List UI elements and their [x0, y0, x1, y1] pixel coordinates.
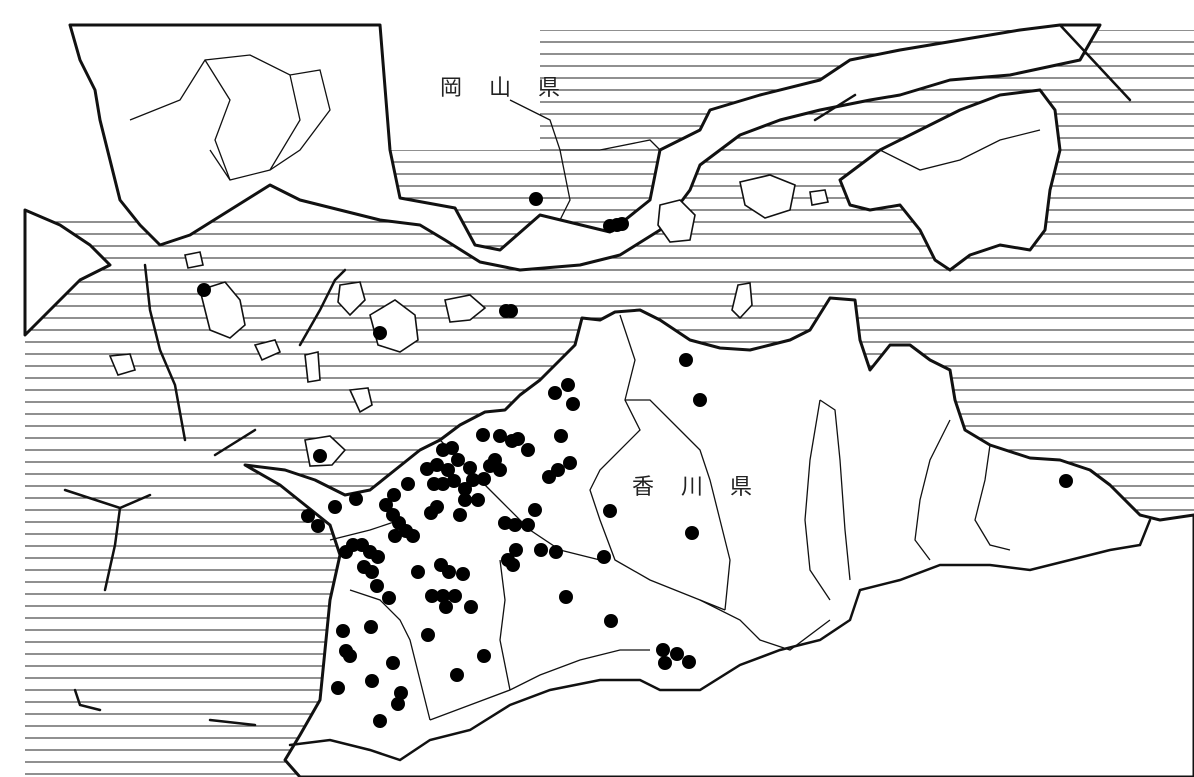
site-marker — [450, 668, 464, 682]
site-marker — [373, 714, 387, 728]
site-marker — [197, 283, 211, 297]
site-marker — [451, 453, 465, 467]
site-marker — [508, 518, 522, 532]
site-marker — [566, 397, 580, 411]
site-marker — [528, 503, 542, 517]
site-marker — [458, 482, 472, 496]
site-markers — [197, 192, 1073, 728]
site-marker — [509, 543, 523, 557]
site-marker — [464, 600, 478, 614]
site-marker — [511, 432, 525, 446]
site-marker — [529, 192, 543, 206]
site-marker — [453, 508, 467, 522]
site-marker — [597, 550, 611, 564]
site-marker — [682, 655, 696, 669]
site-marker — [387, 488, 401, 502]
site-marker — [604, 614, 618, 628]
site-marker — [542, 470, 556, 484]
site-marker — [447, 474, 461, 488]
site-marker — [365, 674, 379, 688]
site-marker — [685, 526, 699, 540]
site-marker — [679, 353, 693, 367]
site-marker — [534, 543, 548, 557]
site-marker — [436, 477, 450, 491]
site-marker — [343, 649, 357, 663]
site-marker — [1059, 474, 1073, 488]
site-marker — [436, 589, 450, 603]
okayama-borders — [129, 54, 1041, 221]
site-marker — [603, 504, 617, 518]
site-marker — [425, 589, 439, 603]
site-marker — [394, 686, 408, 700]
site-marker — [458, 493, 472, 507]
site-marker — [477, 649, 491, 663]
site-marker — [336, 624, 350, 638]
site-marker — [548, 386, 562, 400]
site-marker — [471, 493, 485, 507]
site-marker — [658, 656, 672, 670]
site-marker — [439, 600, 453, 614]
site-marker — [448, 589, 462, 603]
site-marker — [506, 558, 520, 572]
site-marker — [373, 326, 387, 340]
site-marker — [401, 477, 415, 491]
site-marker — [476, 428, 490, 442]
site-marker — [693, 393, 707, 407]
site-marker — [371, 550, 385, 564]
site-marker — [313, 449, 327, 463]
site-marker — [365, 565, 379, 579]
site-marker — [521, 443, 535, 457]
site-marker — [554, 429, 568, 443]
site-marker — [311, 519, 325, 533]
site-marker — [493, 429, 507, 443]
label-kagawa: 香 川 県 — [632, 475, 762, 500]
site-marker — [477, 472, 491, 486]
site-marker — [466, 473, 480, 487]
label-okayama: 岡 山 県 — [440, 76, 570, 101]
site-marker — [364, 620, 378, 634]
southern-boundary — [288, 518, 1152, 762]
site-marker — [521, 518, 535, 532]
okayama-landmass — [23, 23, 1102, 337]
site-marker — [379, 498, 393, 512]
site-marker — [615, 217, 629, 231]
site-marker — [370, 579, 384, 593]
site-marker — [504, 304, 518, 318]
site-marker — [349, 492, 363, 506]
site-marker — [421, 628, 435, 642]
site-marker — [301, 509, 315, 523]
site-marker — [483, 459, 497, 473]
site-marker — [331, 681, 345, 695]
site-marker — [386, 656, 400, 670]
site-marker — [670, 647, 684, 661]
site-marker — [430, 500, 444, 514]
site-marker — [391, 697, 405, 711]
site-marker — [549, 545, 563, 559]
site-marker — [382, 591, 396, 605]
site-marker — [463, 461, 477, 475]
site-marker — [411, 565, 425, 579]
site-marker — [328, 500, 342, 514]
site-marker — [406, 529, 420, 543]
site-marker — [441, 463, 455, 477]
site-marker — [656, 643, 670, 657]
kagawa-borders — [329, 314, 1011, 721]
site-marker — [442, 565, 456, 579]
site-marker — [445, 441, 459, 455]
site-marker — [559, 590, 573, 604]
site-marker — [561, 378, 575, 392]
site-marker — [388, 529, 402, 543]
site-marker — [563, 456, 577, 470]
site-marker — [420, 462, 434, 476]
channel-lines — [63, 23, 1132, 727]
site-marker — [456, 567, 470, 581]
